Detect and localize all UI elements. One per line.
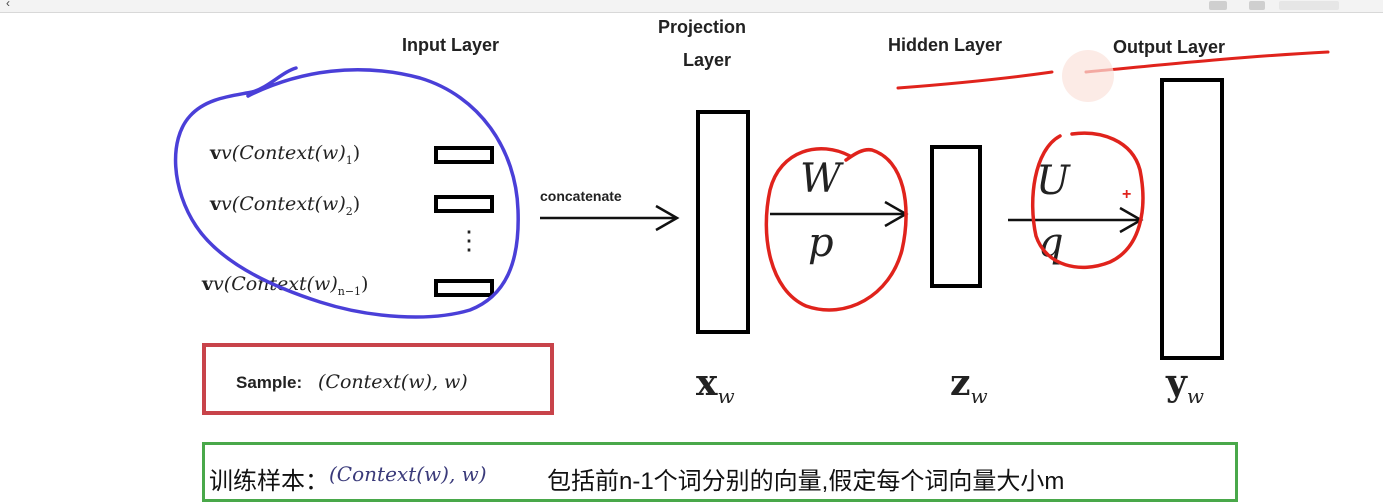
toolbar-tray bbox=[1209, 1, 1369, 11]
red-underline-output bbox=[1084, 50, 1330, 74]
sample-expression: (Context(w), w) bbox=[318, 371, 468, 393]
hidden-vector-z: zw bbox=[950, 362, 988, 409]
browser-top-bar: ‹ bbox=[0, 0, 1383, 13]
concatenate-label: concatenate bbox=[540, 188, 622, 204]
concatenate-arrow bbox=[540, 204, 680, 232]
window-icon[interactable] bbox=[1209, 1, 1227, 10]
input-vector-2: vv(Context(w)2) bbox=[210, 193, 361, 218]
bias-p: p bbox=[808, 220, 834, 266]
output-vector-y: yw bbox=[1166, 362, 1205, 409]
blue-annotation-circle bbox=[173, 66, 520, 319]
sample-label: Sample: bbox=[236, 373, 303, 392]
tray-icons[interactable] bbox=[1279, 1, 1339, 10]
hidden-to-output-arrow bbox=[1008, 206, 1144, 234]
input-box-1 bbox=[434, 146, 494, 164]
projection-layer-label-line1: Projection bbox=[658, 17, 747, 37]
back-arrow-icon[interactable]: ‹ bbox=[6, 0, 10, 10]
input-box-n bbox=[434, 279, 494, 297]
red-annotation-circle-u bbox=[1030, 131, 1145, 270]
output-layer-box bbox=[1160, 78, 1224, 360]
hidden-layer-label: Hidden Layer bbox=[888, 35, 1003, 55]
hidden-layer-box bbox=[930, 145, 982, 288]
sample-box: Sample: (Context(w), w) bbox=[202, 343, 554, 415]
projection-vector-x: xw bbox=[696, 362, 735, 409]
tray-icon[interactable] bbox=[1249, 1, 1265, 10]
plus-marker: + bbox=[1122, 186, 1132, 203]
input-box-2 bbox=[434, 195, 494, 213]
projection-layer-box bbox=[696, 110, 750, 334]
weight-U: U bbox=[1036, 158, 1070, 204]
weight-W: W bbox=[800, 156, 842, 202]
note-expression: (Context(w), w) bbox=[329, 462, 487, 486]
output-layer-label: Output Layer bbox=[1113, 37, 1226, 57]
highlight-blob bbox=[1062, 50, 1114, 102]
projection-layer-label-line2: Layer bbox=[683, 50, 732, 70]
input-layer-label: Input Layer bbox=[402, 35, 500, 55]
diagram-overlay bbox=[173, 50, 1330, 319]
red-underline-hidden bbox=[896, 70, 1054, 90]
red-annotation-circle-w bbox=[764, 147, 908, 312]
vertical-ellipsis: ⋮ bbox=[456, 226, 482, 256]
projection-to-hidden-arrow bbox=[770, 200, 909, 228]
input-vector-1: vv(Context(w)1) bbox=[210, 142, 361, 167]
